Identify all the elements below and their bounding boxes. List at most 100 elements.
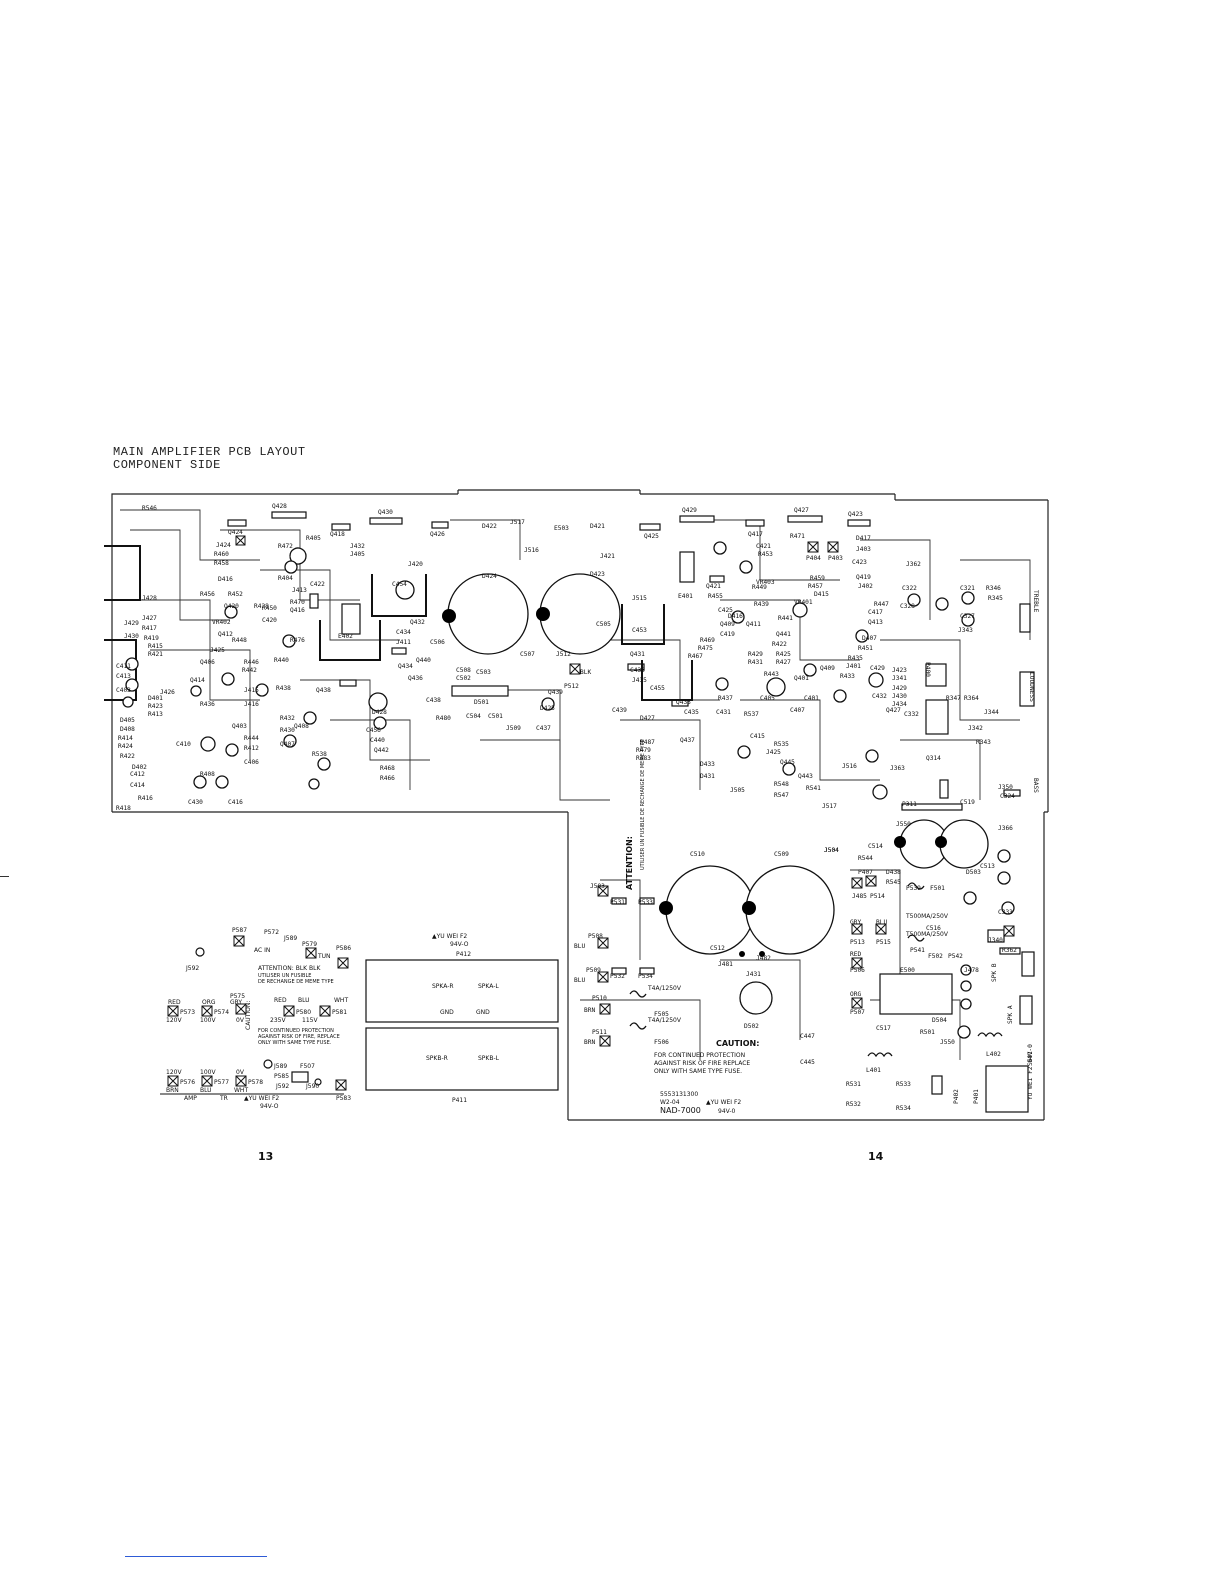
svg-text:J366: J366 xyxy=(998,825,1013,832)
svg-text:J363: J363 xyxy=(890,765,905,772)
v235-label: 235V xyxy=(270,1017,286,1024)
svg-text:C431: C431 xyxy=(716,709,731,716)
svg-text:P403: P403 xyxy=(828,555,843,562)
svg-text:J350: J350 xyxy=(998,784,1013,791)
svg-text:J503: J503 xyxy=(590,883,605,890)
p581-label: P581 xyxy=(332,1009,347,1016)
p580-label: P580 xyxy=(296,1009,311,1016)
svg-text:R413: R413 xyxy=(148,711,163,718)
j592-label-2: J592 xyxy=(275,1083,289,1090)
svg-text:J550: J550 xyxy=(940,1039,955,1046)
svg-text:BRN: BRN xyxy=(584,1007,595,1014)
fuse-f502-rating: T500MA/250V xyxy=(905,931,949,938)
svg-text:F506: F506 xyxy=(654,1039,669,1046)
svg-text:C456: C456 xyxy=(366,727,381,734)
svg-text:Q423: Q423 xyxy=(848,511,863,518)
svg-text:C332: C332 xyxy=(904,711,919,718)
svg-text:Q417: Q417 xyxy=(748,531,763,538)
svg-text:R442: R442 xyxy=(242,667,257,674)
svg-text:P404: P404 xyxy=(806,555,821,562)
svg-text:BLK: BLK xyxy=(580,669,591,676)
svg-text:Q412: Q412 xyxy=(218,631,233,638)
svg-text:P511: P511 xyxy=(592,1029,607,1036)
svg-text:D407: D407 xyxy=(862,635,877,642)
svg-text:C512: C512 xyxy=(710,945,725,952)
svg-text:R435: R435 xyxy=(848,655,863,662)
svg-text:D427: D427 xyxy=(640,715,655,722)
svg-text:P407: P407 xyxy=(858,869,873,876)
svg-text:R469: R469 xyxy=(700,637,715,644)
svg-text:R447: R447 xyxy=(874,601,889,608)
small-components xyxy=(227,511,1035,1113)
svg-text:R544: R544 xyxy=(858,855,873,862)
svg-text:R458: R458 xyxy=(214,560,229,567)
revision: W2-04 xyxy=(660,1099,680,1106)
p412-yuwei: ▲YU WEI F2 xyxy=(432,933,467,940)
svg-text:E402: E402 xyxy=(338,633,353,640)
svg-text:BLU: BLU xyxy=(574,977,585,984)
upper-board-traces xyxy=(120,509,1031,1060)
svg-text:R459: R459 xyxy=(810,575,825,582)
svg-text:J435: J435 xyxy=(632,677,647,684)
svg-text:J340: J340 xyxy=(988,937,1003,944)
svg-text:D438: D438 xyxy=(886,869,901,876)
ac-in-label: AC IN xyxy=(254,947,270,954)
v0-label: 0V xyxy=(236,1017,245,1024)
svg-text:R417: R417 xyxy=(142,625,157,632)
svg-text:C417: C417 xyxy=(868,609,883,616)
e500-label: E500 xyxy=(900,967,915,974)
heatsink-brackets xyxy=(104,545,693,701)
svg-text:L402: L402 xyxy=(986,1051,1001,1058)
svg-text:Q443: Q443 xyxy=(798,773,813,780)
svg-text:R450: R450 xyxy=(262,605,277,612)
svg-text:P531: P531 xyxy=(610,899,625,906)
svg-text:C405: C405 xyxy=(760,695,775,702)
svg-text:R364: R364 xyxy=(964,695,979,702)
v100-label: 100V xyxy=(200,1017,216,1024)
svg-text:R479: R479 xyxy=(636,747,651,754)
svg-text:R470: R470 xyxy=(290,599,305,606)
svg-text:Q440: Q440 xyxy=(416,657,431,664)
svg-text:F501: F501 xyxy=(930,885,945,892)
svg-text:D421: D421 xyxy=(590,523,605,530)
svg-text:C516: C516 xyxy=(926,925,941,932)
svg-text:J416: J416 xyxy=(244,701,259,708)
v100-label-2: 100V xyxy=(200,1069,216,1076)
svg-text:R534: R534 xyxy=(896,1105,911,1112)
svg-text:BLU: BLU xyxy=(876,919,887,926)
q314-label: Q314 xyxy=(926,755,941,762)
svg-text:C437: C437 xyxy=(536,725,551,732)
svg-text:R449: R449 xyxy=(752,584,767,591)
svg-text:C412: C412 xyxy=(130,771,145,778)
loudness-label: LOUDNESS xyxy=(1028,672,1035,702)
spk-b-label: SPK B xyxy=(991,963,998,982)
p574-label: P574 xyxy=(214,1009,229,1016)
svg-text:R408: R408 xyxy=(200,771,215,778)
svg-text:P541: P541 xyxy=(910,947,925,954)
bass-label: BASS xyxy=(1032,778,1039,793)
p412-label: P412 xyxy=(456,951,471,958)
j590-label: J590 xyxy=(305,1083,319,1090)
fuse-f505-rating: T4A/1250V xyxy=(647,985,682,992)
flammability-rating: 94V-0 xyxy=(718,1108,736,1115)
svg-text:Q433: Q433 xyxy=(676,699,691,706)
svg-text:F502: F502 xyxy=(928,953,943,960)
blu-wire-label: BLU xyxy=(298,997,310,1004)
svg-text:D415: D415 xyxy=(814,591,829,598)
svg-text:R535: R535 xyxy=(774,741,789,748)
svg-text:R423: R423 xyxy=(148,703,163,710)
lower-left-board: P587 P572 J589 P579 P586 AC IN TUN J592 … xyxy=(160,927,351,1110)
p573-label: P573 xyxy=(180,1009,195,1016)
yuwei-small-label: YU WEI F2 94V-0 xyxy=(1027,1044,1034,1100)
svg-text:R432: R432 xyxy=(280,715,295,722)
svg-text:J415: J415 xyxy=(244,687,259,694)
p311-label: P311 xyxy=(902,801,917,808)
svg-text:D428: D428 xyxy=(372,709,387,716)
svg-text:R531: R531 xyxy=(846,1081,861,1088)
p412-rating: 94V-O xyxy=(450,941,469,948)
svg-text:Q418: Q418 xyxy=(330,531,345,538)
transistors xyxy=(122,541,1015,1039)
svg-text:P508: P508 xyxy=(588,933,603,940)
j589-label-2: J589 xyxy=(273,1063,287,1070)
svg-text:Q403: Q403 xyxy=(232,723,247,730)
